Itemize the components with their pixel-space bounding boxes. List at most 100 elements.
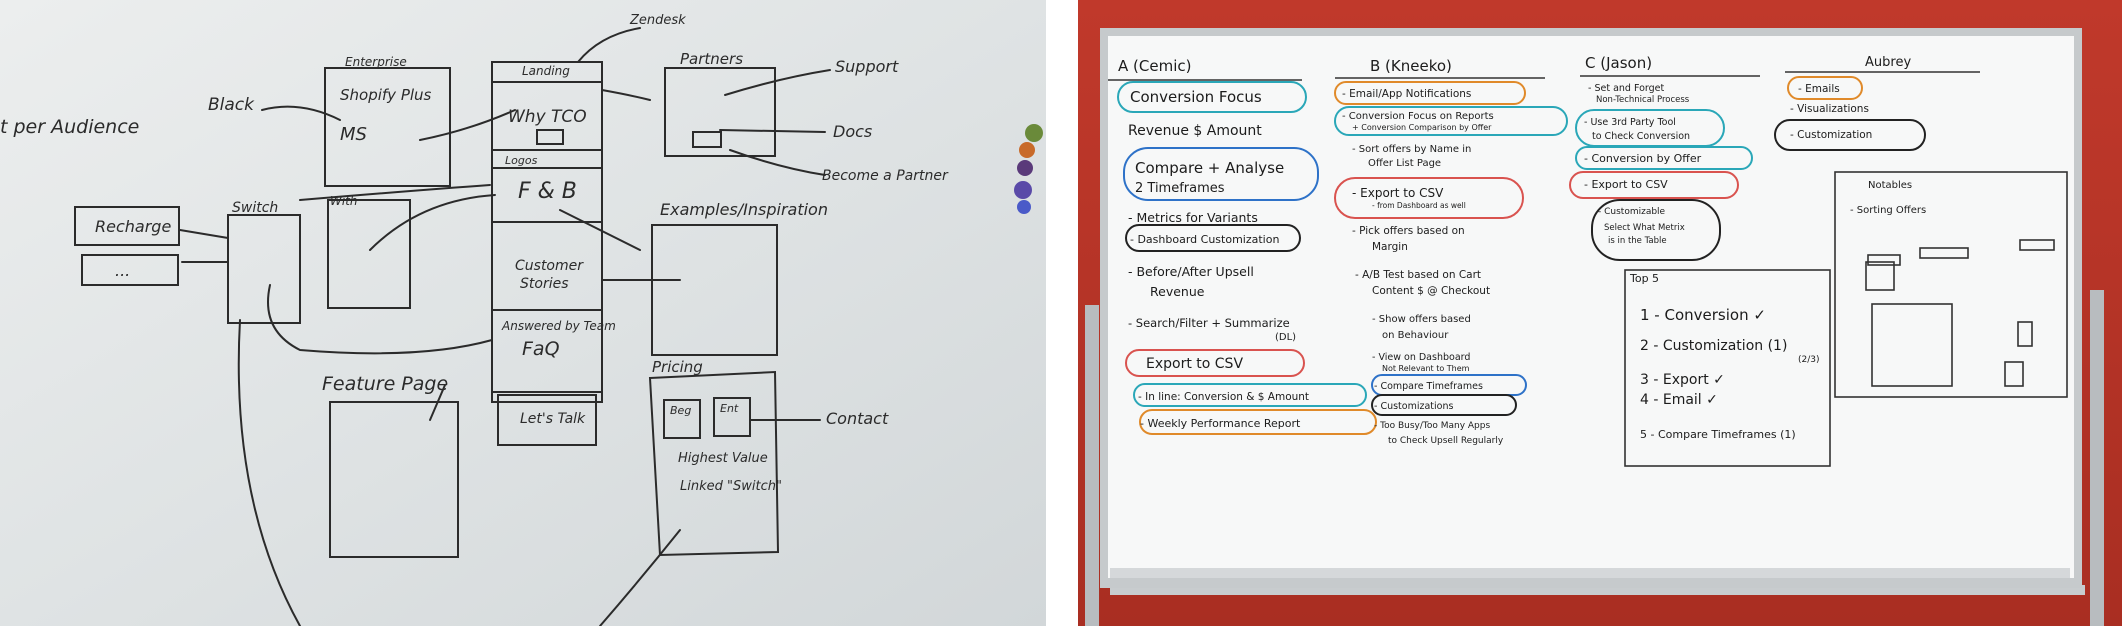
stand-leg-right — [2090, 290, 2104, 626]
col-a-item-8: - Search/Filter + Summarize — [1128, 316, 1290, 330]
docs-label: Docs — [833, 122, 872, 141]
highlight-customizations — [1371, 394, 1517, 416]
partners-label: Partners — [680, 50, 743, 68]
marker-tray — [1110, 568, 2070, 578]
col-b-item-10: Content $ @ Checkout — [1372, 285, 1490, 297]
col-a-item-2: Compare + Analyse — [1135, 159, 1284, 177]
col-c-item-6: - Customizable — [1598, 207, 1666, 217]
zendesk-label: Zendesk — [629, 13, 686, 28]
top5-item-2: 3 - Export ✓ — [1640, 372, 1725, 388]
right-whiteboard-photo: A (Cemic) Conversion Focus Revenue $ Amo… — [1078, 0, 2122, 626]
top5-note: (2/3) — [1798, 355, 1820, 365]
highlight-customization-d — [1774, 119, 1926, 151]
col-d-item-1: - Visualizations — [1790, 103, 1869, 115]
pricing-tier-a: Beg — [670, 404, 691, 417]
left-whiteboard-surface — [0, 0, 1046, 626]
col-c-item-5: - Export to CSV — [1584, 178, 1668, 191]
col-a-item-3: 2 Timeframes — [1135, 181, 1225, 196]
fb-label: F & B — [518, 179, 577, 204]
partners-box — [664, 67, 776, 157]
col-c-item-3: to Check Conversion — [1592, 131, 1690, 142]
highlight-conversion-focus — [1117, 81, 1307, 113]
col-b-item-18: to Check Upsell Regularly — [1388, 436, 1504, 446]
highlight-emails — [1787, 76, 1863, 100]
col-a-item-1: Revenue $ Amount — [1128, 123, 1262, 139]
lets-talk-box — [497, 394, 597, 446]
col-b-item-7: - Pick offers based on — [1352, 225, 1465, 237]
photo-divider — [1046, 0, 1078, 626]
stand-bar — [1110, 585, 2085, 595]
feature-page-box — [329, 401, 459, 558]
col-d-item-0: - Emails — [1798, 83, 1840, 95]
col-b-header: B (Kneeko) — [1370, 57, 1452, 75]
answered-by-team-label: Answered by Team — [501, 319, 616, 333]
with-box — [327, 199, 411, 309]
support-label: Support — [835, 57, 899, 76]
per-audience-label: t per Audience — [0, 116, 139, 138]
col-c-header: C (Jason) — [1585, 54, 1652, 72]
customer-stories-line1: Customer — [515, 258, 584, 274]
highlight-export-c — [1569, 171, 1739, 199]
lets-talk-label: Let's Talk — [520, 411, 586, 427]
left-whiteboard-photo: t per Audience Black Enterprise Shopify … — [0, 0, 1046, 627]
highlight-export-b — [1334, 177, 1524, 219]
linked-switch-label: Linked "Switch" — [680, 479, 782, 494]
enterprise-box — [324, 67, 451, 187]
examples-label: Examples/Inspiration — [660, 200, 828, 219]
board-surface — [1108, 36, 2074, 578]
faq-label: FaQ — [522, 338, 560, 360]
col-c-item-0: - Set and Forget — [1588, 83, 1665, 94]
ellipsis-box — [81, 254, 179, 286]
feature-page-label: Feature Page — [322, 373, 448, 395]
top5-item-0: 1 - Conversion ✓ — [1640, 306, 1766, 324]
col-a-item-12: - Weekly Performance Report — [1140, 417, 1301, 430]
with-label: With — [330, 194, 358, 208]
col-a-item-6: - Before/After Upsell — [1128, 264, 1254, 279]
col-c-item-1: Non-Technical Process — [1596, 95, 1690, 105]
col-b-item-2: + Conversion Comparison by Offer — [1352, 123, 1492, 132]
col-b-item-9: - A/B Test based on Cart — [1355, 269, 1481, 281]
col-b-item-0: - Email/App Notifications — [1342, 88, 1471, 100]
col-c-item-8: is in the Table — [1608, 236, 1667, 246]
examples-box — [651, 224, 778, 356]
ms-label: MS — [340, 124, 367, 145]
col-c-item-4: - Conversion by Offer — [1584, 152, 1702, 165]
col-c-item-7: Select What Metrix — [1604, 223, 1685, 233]
col-b-item-5: - Export to CSV — [1352, 186, 1444, 200]
col-b-item-8: Margin — [1372, 241, 1408, 253]
notables-box — [1834, 171, 2068, 398]
highlight-customizable — [1591, 199, 1721, 261]
col-b-item-4: Offer List Page — [1368, 158, 1441, 169]
customer-stories-line2: Stories — [520, 276, 569, 292]
contact-label: Contact — [826, 409, 889, 428]
switch-box — [227, 214, 301, 324]
col-a-item-0: Conversion Focus — [1130, 88, 1262, 106]
col-a-item-7: Revenue — [1150, 284, 1205, 299]
enterprise-label: Enterprise — [345, 55, 407, 69]
col-b-item-6: - from Dashboard as well — [1372, 201, 1466, 210]
highlight-weekly — [1139, 409, 1377, 435]
landing-label: Landing — [522, 64, 570, 78]
pricing-label: Pricing — [652, 358, 703, 376]
col-b-item-13: - View on Dashboard — [1372, 352, 1470, 363]
notables-item: - Sorting Offers — [1850, 205, 1926, 216]
black-label: Black — [208, 95, 255, 115]
why-tco-label: Why TCO — [508, 107, 587, 127]
ellipsis-label: ... — [115, 261, 130, 280]
highlight-inline — [1133, 383, 1367, 407]
recharge-label: Recharge — [95, 217, 171, 236]
magnets — [1014, 124, 1043, 214]
highlight-compare — [1123, 147, 1319, 201]
col-c-item-2: - Use 3rd Party Tool — [1584, 117, 1676, 128]
top5-box — [1624, 269, 1831, 467]
highlight-conversion-reports — [1334, 106, 1568, 136]
col-b-item-11: - Show offers based — [1372, 314, 1471, 325]
col-b-item-3: - Sort offers by Name in — [1352, 144, 1471, 155]
highlight-conversion-by-offer — [1575, 146, 1753, 170]
col-a-item-5: - Dashboard Customization — [1130, 233, 1279, 246]
become-partner-label: Become a Partner — [822, 168, 949, 184]
logos-label: Logos — [505, 154, 538, 167]
switch-label: Switch — [232, 200, 278, 216]
col-b-item-16: - Customizations — [1374, 401, 1453, 412]
